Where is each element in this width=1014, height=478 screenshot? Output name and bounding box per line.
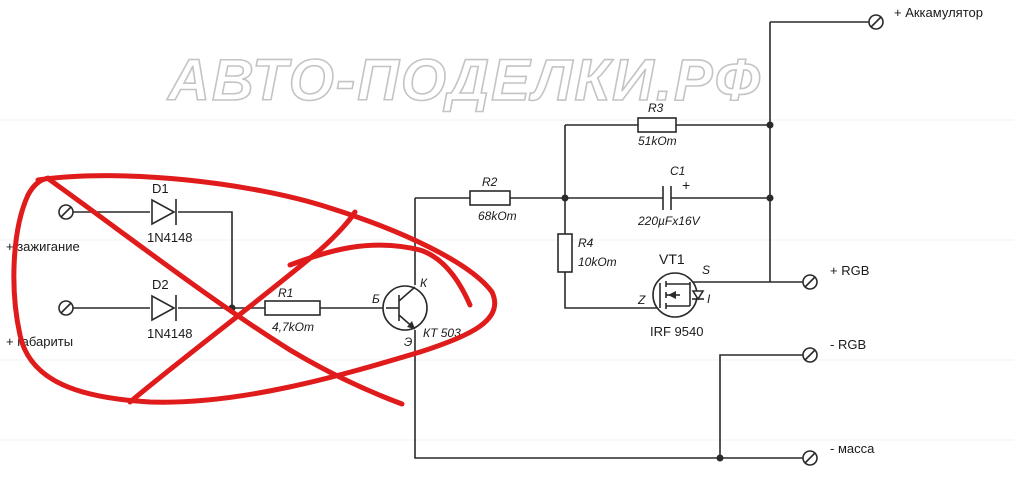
r2-value: 68kOm — [478, 209, 517, 223]
r1-value: 4,7kOm — [272, 320, 314, 334]
r3-ref: R3 — [648, 101, 664, 115]
terminal-battery-label: + Аккамулятор — [894, 5, 983, 20]
mosfet-vt1: VT1 Z S I IRF 9540 — [637, 251, 711, 339]
terminal-ignition-label: + зажигание — [6, 239, 80, 254]
terminal-ignition: + зажигание — [6, 204, 80, 254]
transistor-kt503: Б К Э КТ 503 — [372, 276, 461, 349]
d2-ref: D2 — [152, 277, 169, 292]
d1-value: 1N4148 — [147, 230, 193, 245]
background-grid — [0, 119, 1014, 441]
kt503-emitter-label: Э — [404, 335, 412, 349]
diode-d2: D2 1N4148 — [147, 277, 193, 341]
terminal-rgb-plus: + RGB — [802, 263, 869, 290]
terminal-rgb-plus-label: + RGB — [830, 263, 869, 278]
r4-ref: R4 — [578, 236, 594, 250]
watermark-text: АВТО-ПОДЕЛКИ.РФ — [166, 48, 762, 113]
vt1-gate-label: Z — [637, 293, 646, 307]
r2-ref: R2 — [482, 175, 498, 189]
c1-ref: C1 — [670, 164, 685, 178]
c1-polarity: + — [682, 177, 690, 193]
vt1-source-label: S — [702, 263, 710, 277]
resistor-r1: R1 4,7kOm — [264, 286, 321, 334]
red-cross-out-scribble — [11, 173, 498, 407]
terminal-ground-label: - масса — [830, 441, 875, 456]
vt1-value: IRF 9540 — [650, 324, 703, 339]
wires — [72, 21, 870, 459]
kt503-collector-label: К — [420, 276, 428, 290]
diode-d1: D1 1N4148 — [147, 181, 193, 245]
d2-value: 1N4148 — [147, 326, 193, 341]
d1-ref: D1 — [152, 181, 169, 196]
r4-value: 10kOm — [578, 255, 617, 269]
r3-value: 51kOm — [638, 134, 677, 148]
vt1-ref: VT1 — [659, 251, 685, 267]
c1-value: 220µFx16V — [637, 214, 701, 228]
r1-ref: R1 — [278, 286, 293, 300]
terminal-ground: - масса — [802, 441, 875, 466]
junction-dots — [228, 121, 774, 462]
resistor-r3: R3 51kOm — [637, 101, 677, 148]
terminal-battery: + Аккамулятор — [868, 5, 983, 30]
terminal-markers-label: + габариты — [6, 334, 73, 349]
terminal-rgb-minus-label: - RGB — [830, 337, 866, 352]
resistor-r4: R4 10kOm — [557, 233, 617, 273]
terminal-rgb-minus: - RGB — [802, 337, 866, 363]
vt1-drain-label: I — [707, 292, 711, 306]
kt503-base-label: Б — [372, 292, 380, 306]
capacitor-c1: C1 + 220µFx16V — [637, 164, 701, 228]
kt503-value: КТ 503 — [423, 326, 461, 340]
resistor-r2: R2 68kOm — [469, 175, 517, 223]
